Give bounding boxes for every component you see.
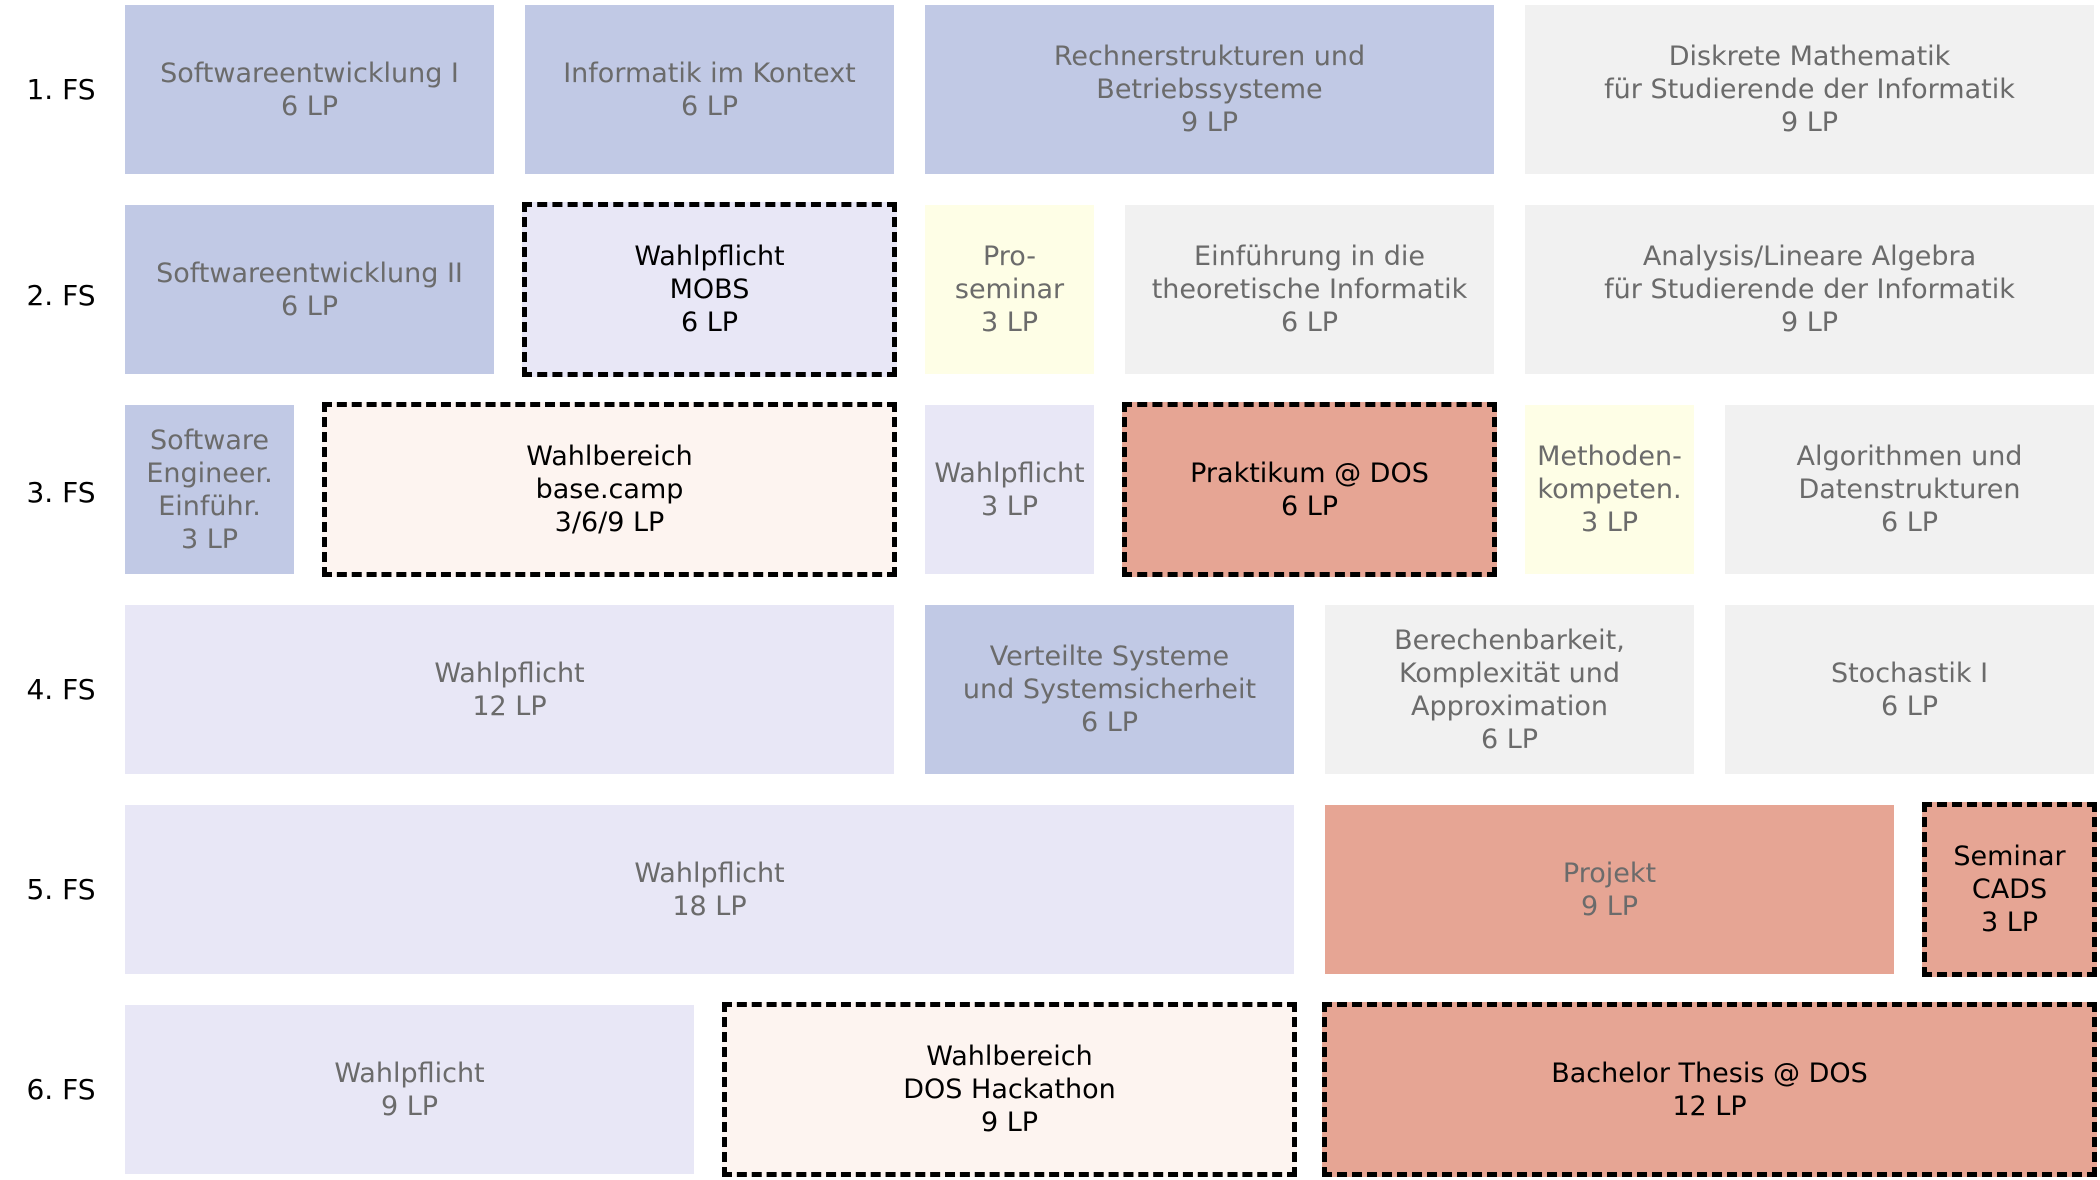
module-label: Verteilte Systeme und Systemsicherheit 6… — [962, 641, 1257, 738]
module-label: Wahlpflicht 9 LP — [334, 1057, 485, 1122]
module-box: Wahlpflicht 12 LP — [125, 605, 894, 774]
row-label-4: 4. FS — [26, 673, 96, 706]
row-label-1: 1. FS — [26, 73, 96, 106]
module-label: Wahlbereich base.camp 3/6/9 LP — [526, 441, 693, 538]
module-box: Wahlpflicht 18 LP — [125, 805, 1294, 974]
module-label: Informatik im Kontext 6 LP — [563, 57, 856, 122]
module-label: Berechenbarkeit, Komplexität und Approxi… — [1394, 624, 1625, 755]
module-box: Methoden- kompeten. 3 LP — [1525, 405, 1694, 574]
row-label-6: 6. FS — [26, 1073, 96, 1106]
module-box: Verteilte Systeme und Systemsicherheit 6… — [925, 605, 1294, 774]
module-label: Pro- seminar 3 LP — [954, 241, 1065, 338]
module-box: Stochastik I 6 LP — [1725, 605, 2094, 774]
module-label: Einführung in die theoretische Informati… — [1151, 241, 1468, 338]
module-box: Bachelor Thesis @ DOS 12 LP — [1322, 1002, 2097, 1177]
module-label: Softwareentwicklung I 6 LP — [160, 57, 459, 122]
row-label-2: 2. FS — [26, 279, 96, 312]
module-box: Wahlbereich DOS Hackathon 9 LP — [722, 1002, 1297, 1177]
module-label: Praktikum @ DOS 6 LP — [1190, 457, 1429, 522]
module-box: Seminar CADS 3 LP — [1922, 802, 2097, 977]
module-label: Methoden- kompeten. 3 LP — [1537, 441, 1682, 538]
module-label: Diskrete Mathematik für Studierende der … — [1604, 41, 2015, 138]
module-label: Projekt 9 LP — [1562, 857, 1657, 922]
module-box: Diskrete Mathematik für Studierende der … — [1525, 5, 2094, 174]
module-label: Stochastik I 6 LP — [1830, 657, 1989, 722]
module-label: Wahlpflicht MOBS 6 LP — [634, 241, 785, 338]
module-label: Bachelor Thesis @ DOS 12 LP — [1551, 1057, 1868, 1122]
module-label: Algorithmen und Datenstrukturen 6 LP — [1796, 441, 2023, 538]
row-label-5: 5. FS — [26, 873, 96, 906]
module-label: Wahlpflicht 12 LP — [434, 657, 585, 722]
module-label: Softwareentwicklung II 6 LP — [156, 257, 463, 322]
module-box: Berechenbarkeit, Komplexität und Approxi… — [1325, 605, 1694, 774]
module-label: Analysis/Lineare Algebra für Studierende… — [1604, 241, 2015, 338]
module-box: Einführung in die theoretische Informati… — [1125, 205, 1494, 374]
module-label: Software Engineer. Einführ. 3 LP — [146, 424, 273, 555]
module-label: Wahlpflicht 18 LP — [634, 857, 785, 922]
module-label: Wahlbereich DOS Hackathon 9 LP — [903, 1041, 1116, 1138]
module-label: Rechnerstrukturen und Betriebssysteme 9 … — [1053, 41, 1366, 138]
module-box: Softwareentwicklung I 6 LP — [125, 5, 494, 174]
module-label: Seminar CADS 3 LP — [1953, 841, 2066, 938]
module-box: Informatik im Kontext 6 LP — [525, 5, 894, 174]
module-box: Wahlpflicht 3 LP — [925, 405, 1094, 574]
module-box: Algorithmen und Datenstrukturen 6 LP — [1725, 405, 2094, 574]
module-box: Rechnerstrukturen und Betriebssysteme 9 … — [925, 5, 1494, 174]
module-label: Wahlpflicht 3 LP — [934, 457, 1085, 522]
module-box: Softwareentwicklung II 6 LP — [125, 205, 494, 374]
module-box: Wahlbereich base.camp 3/6/9 LP — [322, 402, 897, 577]
row-label-3: 3. FS — [26, 476, 96, 509]
module-box: Wahlpflicht 9 LP — [125, 1005, 694, 1174]
module-box: Projekt 9 LP — [1325, 805, 1894, 974]
module-box: Pro- seminar 3 LP — [925, 205, 1094, 374]
module-box: Software Engineer. Einführ. 3 LP — [125, 405, 294, 574]
module-box: Praktikum @ DOS 6 LP — [1122, 402, 1497, 577]
module-box: Wahlpflicht MOBS 6 LP — [522, 202, 897, 377]
module-box: Analysis/Lineare Algebra für Studierende… — [1525, 205, 2094, 374]
